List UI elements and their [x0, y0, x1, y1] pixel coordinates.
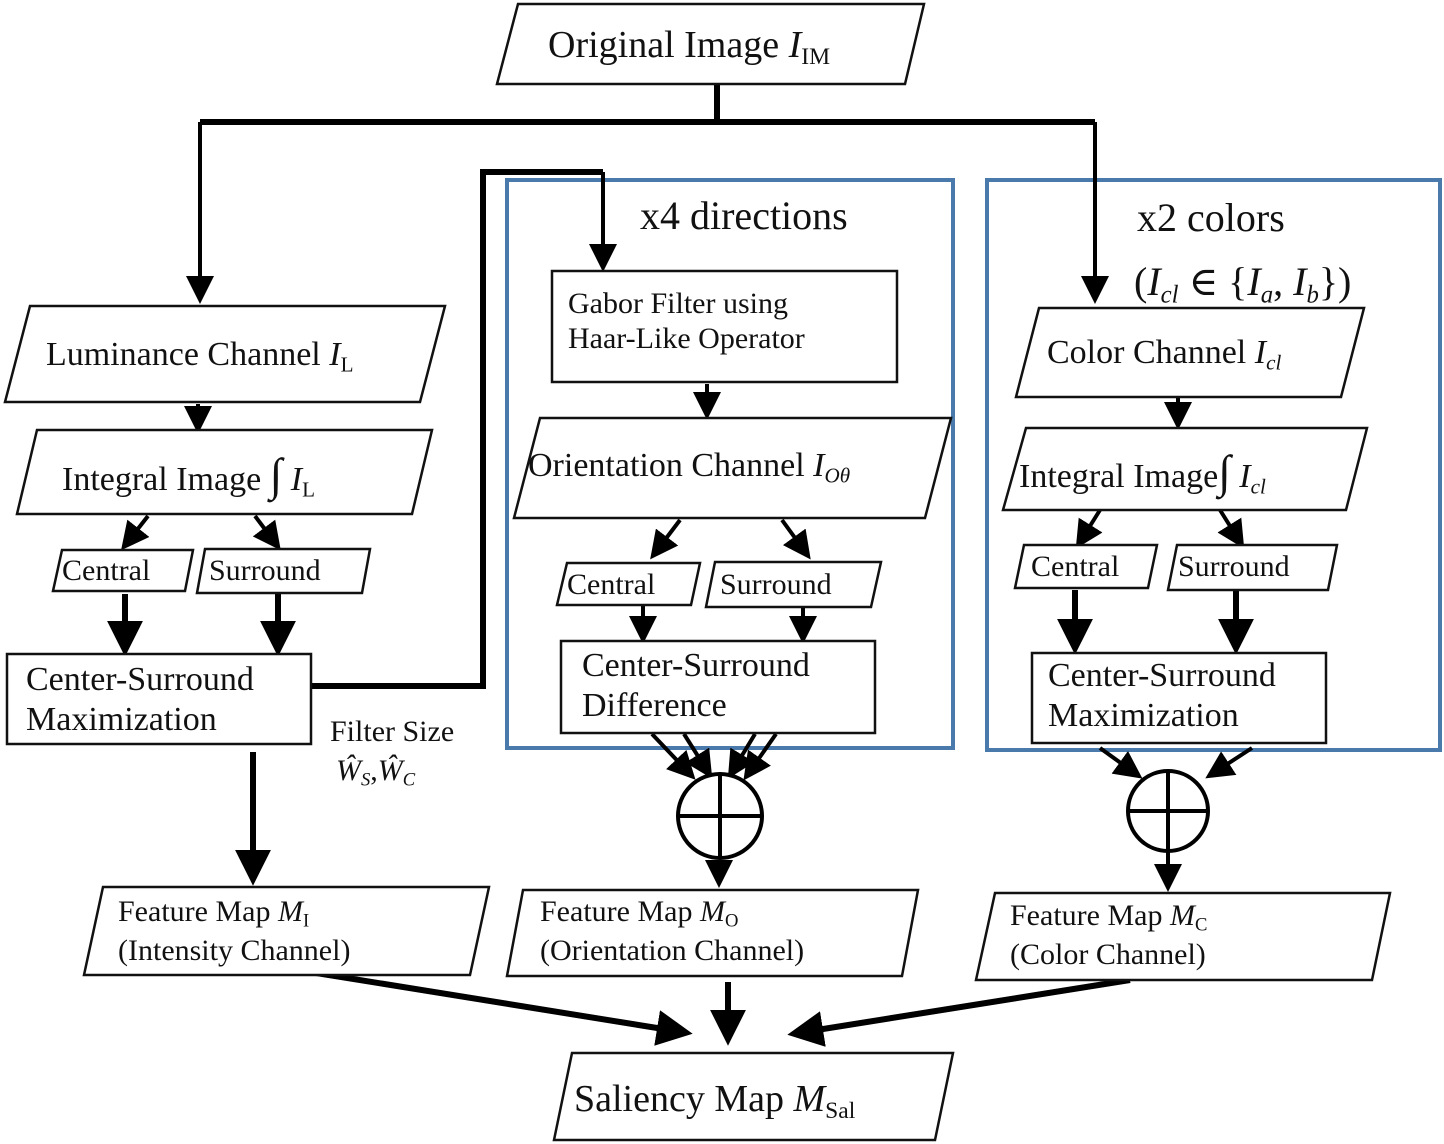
- node-original-image: [495, 2, 926, 86]
- label-integral-image-l: Integral Image ∫ IL: [62, 449, 315, 502]
- edge-orientation-to-surround-o: [780, 518, 811, 560]
- node-orientation-channel: [512, 416, 953, 520]
- label-original-image: Original Image IIM: [548, 24, 831, 71]
- edge-csdiff-to-sum-4: [743, 732, 778, 781]
- edge-csmax-c-to-sum-2: [1205, 746, 1254, 779]
- label-integral-image-c: Integral Image∫ Icl: [1019, 446, 1266, 499]
- edge-feature-c-to-saliency: [787, 977, 1131, 1047]
- label-central-o: Central: [567, 568, 656, 601]
- node-central-c: [1013, 543, 1159, 590]
- sum-node-color: [1126, 769, 1210, 853]
- label-orientation-group: x4 directions: [640, 193, 848, 238]
- label-feature-map-c: Feature Map MC (Color Channel): [1010, 899, 1208, 971]
- node-central-l: [51, 548, 195, 593]
- node-saliency-map: [552, 1051, 955, 1142]
- node-feature-map-i: [82, 885, 491, 977]
- node-central-o: [555, 561, 702, 607]
- node-csmax-l: [5, 652, 313, 746]
- node-surround-c: [1166, 543, 1339, 592]
- label-central-c: Central: [1031, 550, 1120, 583]
- label-color-group: x2 colors: [1137, 195, 1285, 240]
- edge-integral-c-to-central-c: [1075, 508, 1103, 549]
- edges: [107, 84, 1254, 1047]
- node-integral-image-l: [15, 428, 434, 516]
- edge-orientation-to-central-o: [650, 518, 682, 560]
- node-feature-map-o: [505, 888, 920, 978]
- label-feature-map-o: Feature Map MO (Orientation Channel): [540, 895, 805, 967]
- edge-csmax-to-gabor: [312, 169, 603, 689]
- edge-csdiff-to-sum-1: [650, 732, 696, 780]
- node-color-channel: [1014, 306, 1366, 399]
- node-surround-o: [704, 560, 883, 609]
- edge-integral-to-central-l: [121, 514, 150, 551]
- color-group-box: [985, 178, 1442, 752]
- label-filter-size: Filter Size ŴS,ŴC: [330, 715, 455, 791]
- node-csdiff-o: [559, 639, 877, 735]
- label-orientation-channel: Orientation Channel IOθ: [528, 447, 851, 488]
- label-surround-c: Surround: [1178, 550, 1290, 583]
- node-csmax-c: [1030, 651, 1328, 745]
- edge-integral-c-to-surround-c: [1217, 508, 1245, 549]
- node-surround-l: [195, 547, 372, 595]
- edge-feature-i-to-saliency: [309, 969, 693, 1046]
- label-surround-l: Surround: [209, 554, 321, 587]
- node-luminance-channel: [3, 304, 447, 404]
- edge-integral-to-surround-l: [252, 514, 281, 551]
- label-color-channel: Color Channel Icl: [1047, 334, 1282, 375]
- label-feature-map-i: Feature Map MI (Intensity Channel): [118, 895, 351, 967]
- node-integral-image-c: [1001, 426, 1369, 512]
- node-feature-map-c: [974, 891, 1392, 982]
- edge-csmax-c-to-sum-1: [1098, 746, 1143, 779]
- label-luminance-channel: Luminance Channel IL: [46, 336, 354, 377]
- edge-csdiff-to-sum-2: [682, 732, 713, 779]
- sum-node-orientation: [676, 772, 764, 860]
- label-saliency-map: Saliency Map MSal: [574, 1078, 856, 1125]
- label-central-l: Central: [62, 554, 151, 587]
- label-surround-o: Surround: [720, 568, 832, 601]
- node-gabor: [550, 269, 899, 384]
- label-color-group-set: (Icl ∈ {Ia, Ib}): [1134, 259, 1352, 309]
